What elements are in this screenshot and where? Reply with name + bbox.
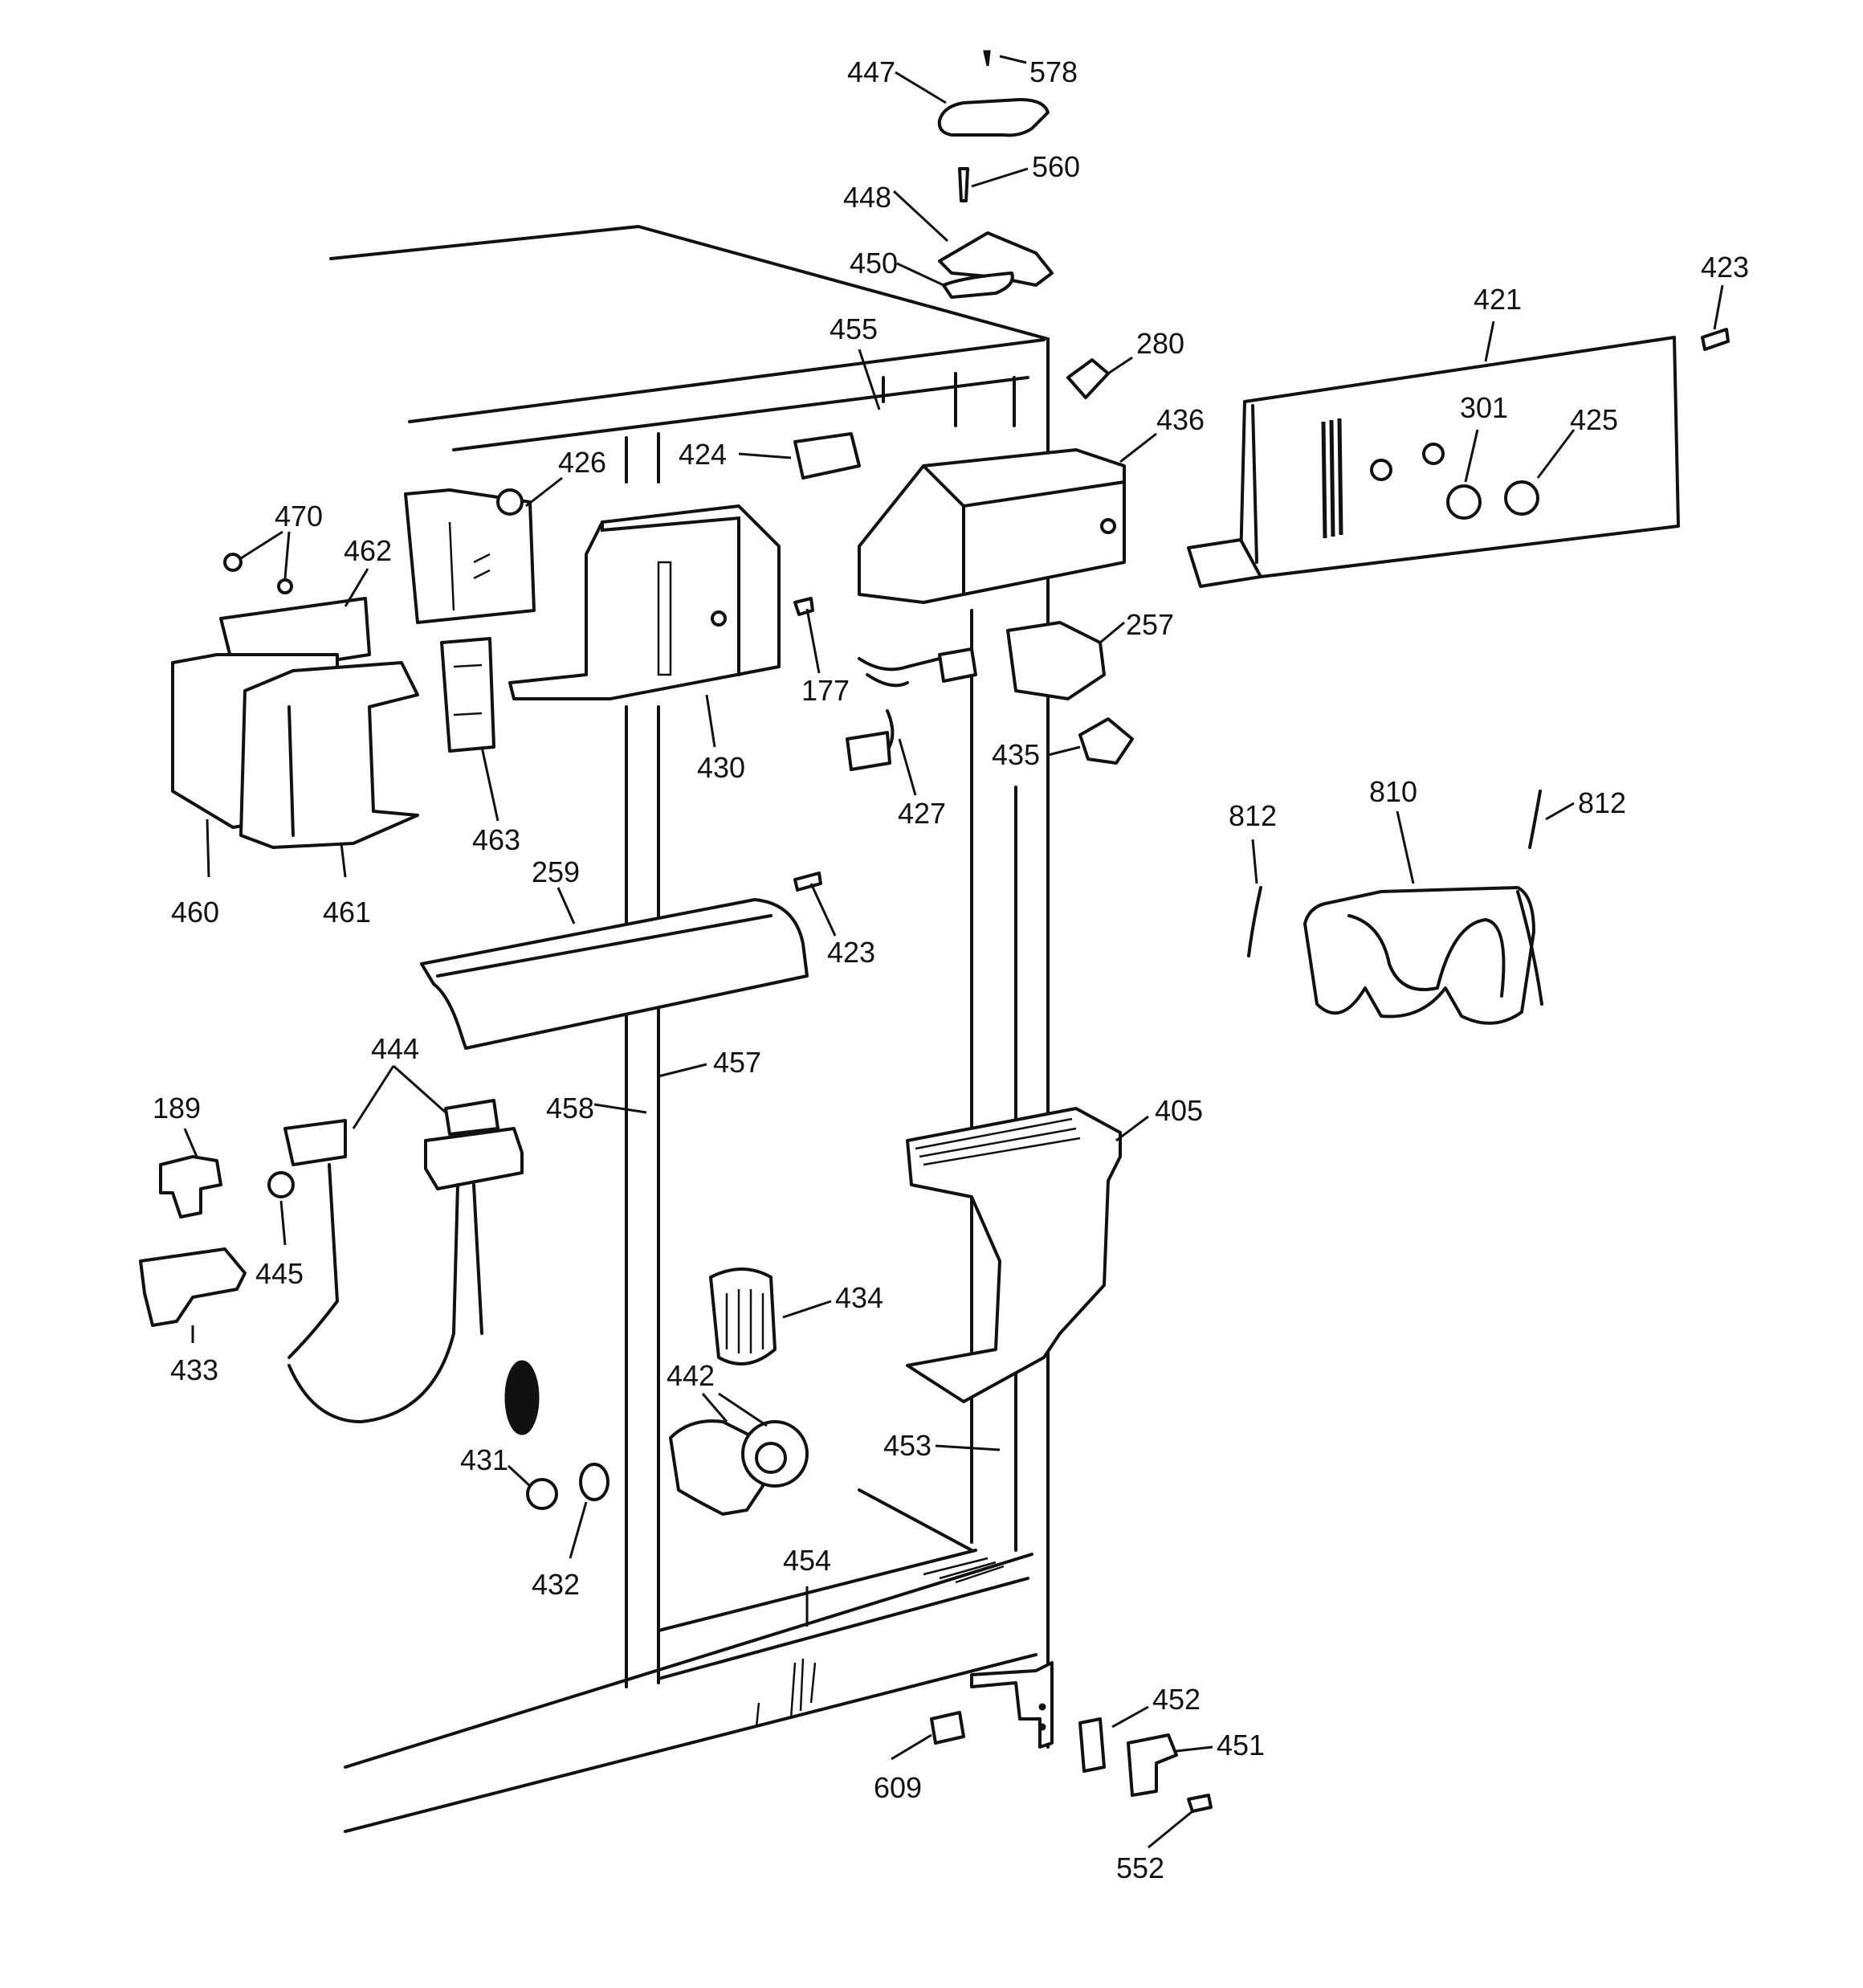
fitting-189 bbox=[159, 1155, 222, 1219]
callout-301: 301 bbox=[1460, 391, 1508, 424]
callout-424: 424 bbox=[679, 438, 727, 471]
callout-458: 458 bbox=[546, 1092, 594, 1125]
callout-560: 560 bbox=[1032, 150, 1080, 183]
callout-460: 460 bbox=[171, 896, 219, 929]
callout-552: 552 bbox=[1116, 1851, 1164, 1884]
hinge-screw bbox=[958, 167, 969, 202]
water-valve-assembly bbox=[283, 1099, 524, 1424]
callout-189: 189 bbox=[153, 1092, 201, 1125]
screw-578 bbox=[983, 50, 991, 67]
callout-430: 430 bbox=[697, 751, 745, 784]
callout-453: 453 bbox=[883, 1429, 932, 1462]
callout-444: 444 bbox=[371, 1032, 419, 1065]
bracket-426 bbox=[404, 488, 536, 624]
bottom-hinge-451 bbox=[1127, 1733, 1178, 1797]
callout-812-left: 812 bbox=[1229, 799, 1277, 832]
bushing-432 bbox=[579, 1463, 609, 1501]
callout-609: 609 bbox=[874, 1771, 922, 1804]
callout-432: 432 bbox=[532, 1568, 580, 1601]
callout-433: 433 bbox=[170, 1353, 218, 1386]
callout-257: 257 bbox=[1126, 608, 1174, 641]
callout-177: 177 bbox=[801, 674, 850, 707]
callout-451: 451 bbox=[1217, 1729, 1265, 1761]
callout-463: 463 bbox=[472, 823, 520, 856]
callout-455: 455 bbox=[830, 312, 878, 345]
callout-442: 442 bbox=[667, 1359, 715, 1392]
callout-423-top: 423 bbox=[1701, 251, 1749, 284]
control-housing bbox=[858, 448, 1126, 604]
hose-812-left bbox=[1247, 886, 1262, 957]
evaporator-cover-430 bbox=[508, 504, 781, 700]
callout-810: 810 bbox=[1369, 775, 1417, 808]
door-trim-259 bbox=[420, 898, 809, 1050]
callout-423-mid: 423 bbox=[827, 936, 875, 969]
callout-461: 461 bbox=[323, 896, 371, 929]
callout-425: 425 bbox=[1570, 403, 1618, 436]
drain-heater bbox=[1303, 886, 1543, 1025]
callout-578: 578 bbox=[1029, 55, 1078, 88]
callout-452: 452 bbox=[1152, 1683, 1201, 1716]
clip-609 bbox=[930, 1711, 965, 1745]
screw-423-top bbox=[1701, 328, 1730, 351]
callout-421: 421 bbox=[1474, 283, 1522, 316]
switch-424 bbox=[793, 432, 861, 480]
grommet-445 bbox=[267, 1171, 295, 1198]
callout-447: 447 bbox=[847, 55, 895, 88]
bracket-433 bbox=[139, 1247, 247, 1327]
housing-461 bbox=[239, 661, 419, 849]
ice-chute-duct-405 bbox=[906, 1107, 1122, 1403]
callout-426: 426 bbox=[558, 446, 606, 479]
callout-436: 436 bbox=[1156, 403, 1205, 436]
screw-552 bbox=[1187, 1794, 1213, 1813]
callout-434: 434 bbox=[835, 1281, 883, 1314]
callout-457: 457 bbox=[713, 1046, 761, 1079]
callout-812-right: 812 bbox=[1578, 786, 1626, 819]
defrost-timer-257 bbox=[1006, 621, 1106, 700]
callout-labels: 447 578 560 448 450 455 280 436 421 423 … bbox=[153, 55, 1749, 1884]
callout-431: 431 bbox=[460, 1443, 508, 1476]
leader-lines bbox=[183, 55, 1724, 1849]
callout-450: 450 bbox=[850, 247, 898, 280]
bushing-431 bbox=[526, 1478, 558, 1510]
callout-448: 448 bbox=[843, 181, 891, 214]
callout-405: 405 bbox=[1155, 1094, 1203, 1127]
callout-445: 445 bbox=[255, 1257, 304, 1290]
shim-452 bbox=[1078, 1717, 1106, 1773]
control-panel bbox=[1239, 336, 1680, 578]
callout-462: 462 bbox=[344, 534, 392, 567]
screw-177 bbox=[793, 597, 814, 616]
callout-427: 427 bbox=[898, 797, 946, 830]
screw-423-mid bbox=[793, 872, 822, 892]
knob-301 bbox=[1446, 484, 1482, 520]
callout-435: 435 bbox=[992, 738, 1040, 771]
callout-454: 454 bbox=[783, 1544, 831, 1577]
callout-259: 259 bbox=[532, 855, 580, 888]
ice-actuator-442 bbox=[669, 1419, 764, 1516]
callout-470: 470 bbox=[275, 500, 323, 533]
top-hinge bbox=[938, 231, 1054, 287]
callout-280: 280 bbox=[1136, 327, 1184, 360]
knob-425 bbox=[1504, 480, 1539, 516]
screw-470 bbox=[223, 553, 243, 572]
plug-280 bbox=[1066, 358, 1110, 399]
grille-434 bbox=[709, 1268, 777, 1365]
oval-seal bbox=[504, 1360, 540, 1435]
hose-812-right bbox=[1528, 790, 1542, 849]
clip-463 bbox=[440, 637, 495, 753]
hinge-cover bbox=[937, 98, 1050, 137]
wire-harness bbox=[846, 647, 977, 771]
plug-435 bbox=[1078, 717, 1134, 765]
